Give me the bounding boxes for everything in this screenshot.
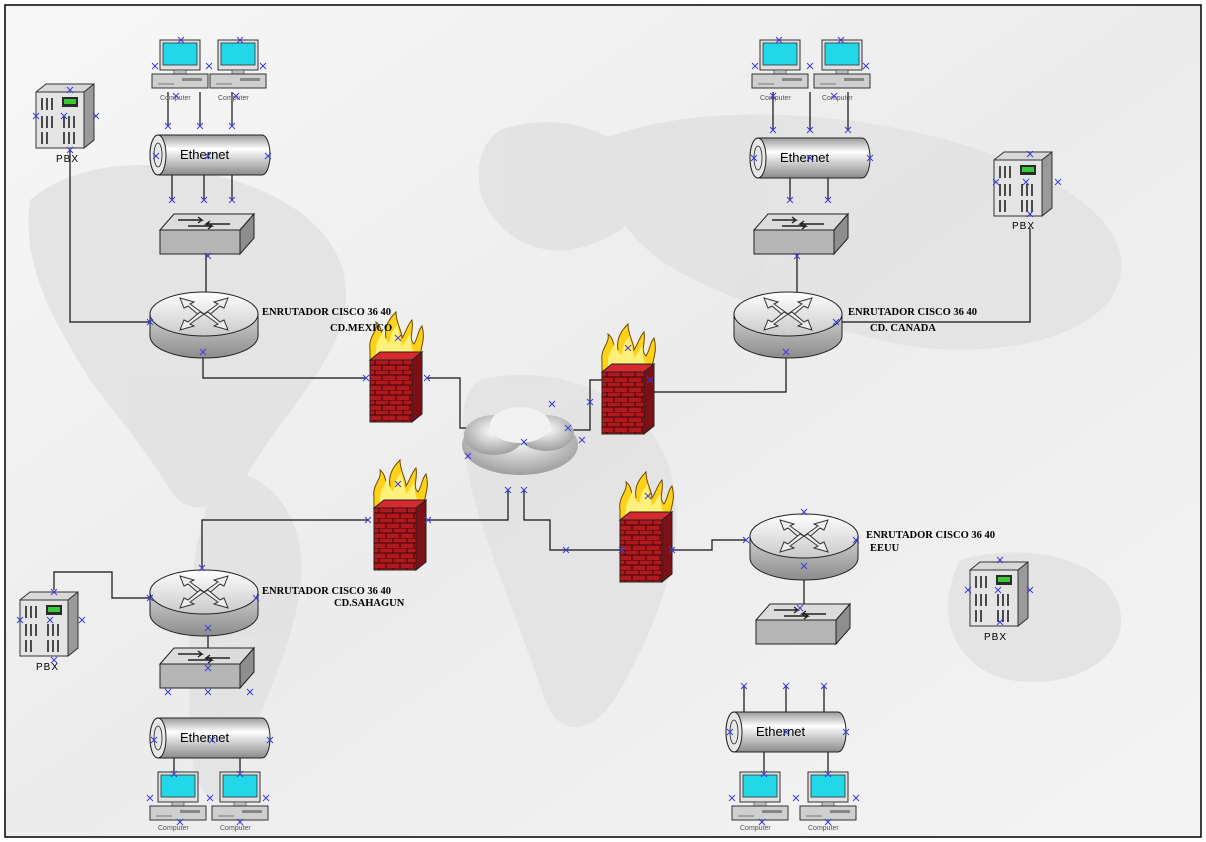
- wire-eeuu-eth-pc: [763, 752, 829, 774]
- switch-icon: [159, 213, 255, 255]
- computer-icon: [211, 771, 269, 821]
- router-label-line1: ENRUTADOR CISCO 36 40: [262, 586, 391, 597]
- wire-canada-router-firewall: [650, 350, 787, 393]
- router-icon: [749, 513, 859, 581]
- pbx-label: PBX: [1012, 221, 1035, 232]
- computer-label: Computer: [822, 95, 853, 102]
- computer-label: Computer: [160, 95, 191, 102]
- router-label-line1: ENRUTADOR CISCO 36 40: [848, 307, 977, 318]
- wire-eeuu-cloud-firewall: [523, 490, 622, 551]
- ethernet-label: Ethernet: [180, 730, 230, 745]
- computer-icon: [799, 771, 857, 821]
- switch-icon: [159, 647, 255, 689]
- wire-canada-pc-eth: [772, 92, 849, 130]
- router-label-line2: CD.MEXICO: [330, 323, 392, 334]
- site-eeuu: Ethernet Computer Computer PBX ENRUTADOR…: [725, 513, 1029, 832]
- wire-canada-router-pbx: [836, 228, 1031, 323]
- computer-label: Computer: [158, 825, 189, 832]
- computer-icon: [751, 39, 809, 89]
- pbx-icon: [969, 561, 1029, 627]
- connection-lines: [53, 92, 1031, 774]
- computer-icon: [209, 39, 267, 89]
- router-icon: [733, 291, 843, 359]
- wire-sahagun-firewall-cloud: [428, 490, 509, 521]
- computer-icon: [813, 39, 871, 89]
- internet-cloud: [462, 407, 578, 475]
- router-label-line1: ENRUTADOR CISCO 36 40: [262, 307, 391, 318]
- wire-mexico-pc-eth: [167, 92, 233, 125]
- wire-eeuu-pc-eth: [743, 686, 825, 714]
- switch-icon: [753, 213, 849, 255]
- pbx-icon: [35, 83, 95, 149]
- pbx-icon: [993, 151, 1053, 217]
- computer-label: Computer: [808, 825, 839, 832]
- wire-sahagun-router-firewall: [201, 519, 368, 568]
- pbx-label: PBX: [984, 632, 1007, 643]
- site-sahagun: Ethernet Computer Computer PBX ENRUTADOR…: [19, 569, 405, 832]
- computer-icon: [731, 771, 789, 821]
- switch-icon: [755, 603, 851, 645]
- pbx-icon: [19, 591, 79, 657]
- wire-canada-eth-switch: [789, 175, 829, 200]
- pbx-label: PBX: [56, 154, 79, 165]
- router-label-line1: ENRUTADOR CISCO 36 40: [866, 530, 995, 541]
- wire-canada-firewall-cloud: [568, 379, 602, 431]
- computer-icon: [151, 39, 209, 89]
- wire-eeuu-firewall-router: [672, 539, 746, 551]
- wire-sahagun-pbx-router: [53, 571, 150, 599]
- router-icon: [149, 291, 259, 359]
- computer-label: Computer: [740, 825, 771, 832]
- computer-label: Computer: [220, 825, 251, 832]
- ethernet-label: Ethernet: [780, 150, 830, 165]
- computer-icon: [149, 771, 207, 821]
- ethernet-label: Ethernet: [180, 147, 230, 162]
- router-label-line2: EEUU: [870, 543, 900, 554]
- wire-mexico-pbx-router: [69, 150, 150, 323]
- router-label-line2: CD.SAHAGUN: [334, 598, 405, 609]
- router-icon: [149, 569, 259, 637]
- pbx-label: PBX: [36, 662, 59, 673]
- ethernet-label: Ethernet: [756, 724, 806, 739]
- router-label-line2: CD. CANADA: [870, 323, 936, 334]
- wire-mexico-router-firewall: [202, 350, 366, 379]
